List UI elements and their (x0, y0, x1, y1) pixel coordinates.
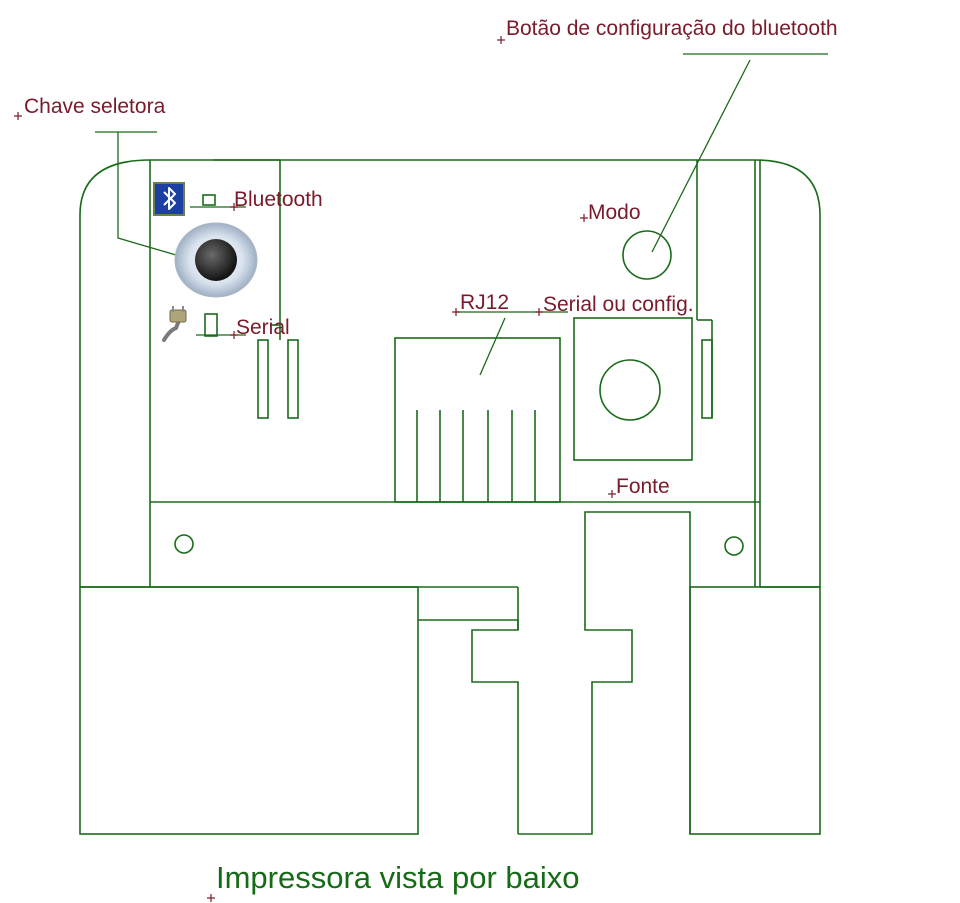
power-connector-label: Fonte (616, 475, 670, 498)
diagram-caption: Impressora vista por baixo (216, 860, 580, 895)
bluetooth-icon (153, 182, 185, 216)
selector-switch-label: Chave seletora (24, 95, 166, 118)
rj12-label: RJ12 (460, 291, 510, 314)
bluetooth-config-button-label: Botão de configuração do bluetooth (506, 17, 838, 40)
bluetooth-position-label: Bluetooth (234, 188, 323, 211)
leader-lines (95, 53, 828, 376)
housing-outline (79, 159, 821, 835)
serial-position-label: Serial (236, 316, 290, 339)
selector-knob-icon[interactable] (174, 222, 258, 298)
label-markers (14, 36, 616, 902)
serial-config-label: Serial ou config. (543, 293, 694, 316)
serial-cable-icon (162, 306, 187, 342)
mode-button-label: Modo (588, 201, 641, 224)
